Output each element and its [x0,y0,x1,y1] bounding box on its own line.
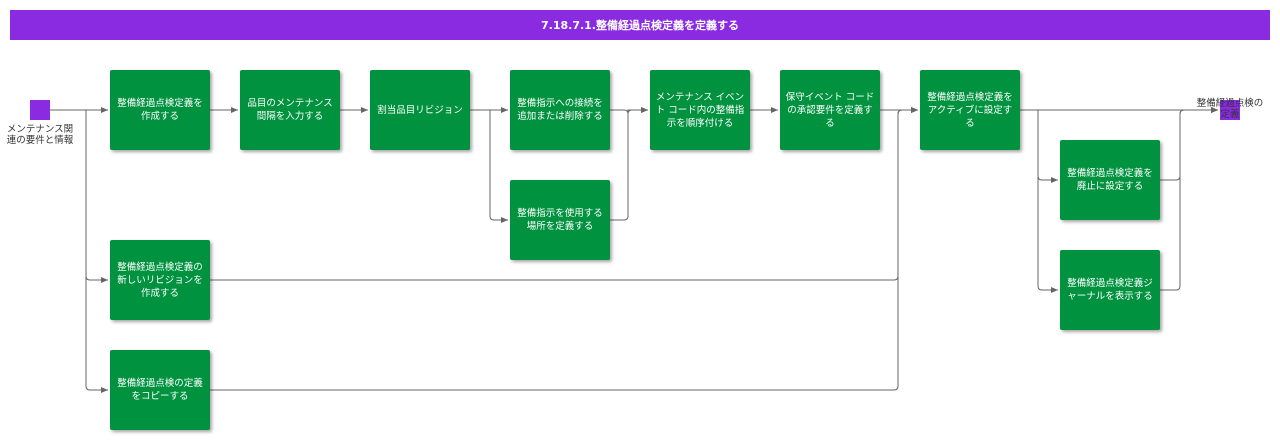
step-view-journal-label: 整備経過点検定義ジャーナルを表示する [1067,278,1153,302]
edge-s12-s8 [210,107,918,391]
step-sequence-work-orders-label: メンテナンス イベント コード内の整備指示を順序付ける [655,91,745,129]
step-set-obsolete-label: 整備経過点検定義を廃止に設定する [1067,168,1153,192]
start-terminal-label: メンテナンス関連の要件と情報 [6,124,74,146]
edge-start-s12 [85,270,108,393]
step-view-journal[interactable]: 整備経過点検定義ジャーナルを表示する [1060,250,1160,330]
step-assign-item-revision-label: 割当品目リビジョン [377,104,463,116]
end-terminal [1220,100,1240,120]
step-create-new-revision[interactable]: 整備経過点検定義の新しいリビジョンを作成する [110,240,210,320]
edge-start-s11 [85,110,108,283]
start-terminal [30,100,50,120]
step-define-usage-location-label: 整備指示を使用する場所を定義する [517,208,603,232]
step-define-approval-requirements-label: 保守イベント コード の承認要件を定義す る [785,91,875,129]
step-copy-definition-label: 整備経過点検の定義をコピーする [117,378,203,402]
step-enter-maintenance-interval-label: 品目のメンテナンス間隔を入力する [247,98,333,122]
step-sequence-work-orders[interactable]: メンテナンス イベント コード内の整備指示を順序付ける [650,70,750,150]
step-set-active[interactable]: 整備経過点検定義をアクティブに設定する [920,70,1020,150]
edge-s3-s5 [489,110,508,223]
step-add-remove-connection[interactable]: 整備指示への接続を追加または削除する [510,70,610,150]
step-enter-maintenance-interval[interactable]: 品目のメンテナンス間隔を入力する [240,70,340,150]
step-set-obsolete[interactable]: 整備経過点検定義を廃止に設定する [1060,140,1160,220]
edge-s5-s6 [610,107,648,221]
end-terminal-label: 整備経過点検の定義 [1196,98,1264,120]
edge-s8-s9 [1037,110,1058,183]
edge-s10-end [1160,107,1218,291]
step-define-approval-requirements[interactable]: 保守イベント コード の承認要件を定義す る [780,70,880,150]
step-copy-definition[interactable]: 整備経過点検の定義をコピーする [110,350,210,430]
edge-s9-end [1160,107,1218,181]
step-set-active-label: 整備経過点検定義をアクティブに設定する [927,91,1013,129]
step-define-usage-location[interactable]: 整備指示を使用する場所を定義する [510,180,610,260]
step-create-definition-label: 整備経過点検定義を作成する [117,98,203,122]
diagram-title: 7.18.7.1.整備経過点検定義を定義する [10,10,1270,40]
step-add-remove-connection-label: 整備指示への接続を追加または削除する [517,98,603,122]
step-assign-item-revision[interactable]: 割当品目リビジョン [370,70,470,150]
step-create-new-revision-label: 整備経過点検定義の新しいリビジョンを作成する [117,261,203,299]
step-create-definition[interactable]: 整備経過点検定義を作成する [110,70,210,150]
edge-s8-s10 [1037,176,1058,293]
